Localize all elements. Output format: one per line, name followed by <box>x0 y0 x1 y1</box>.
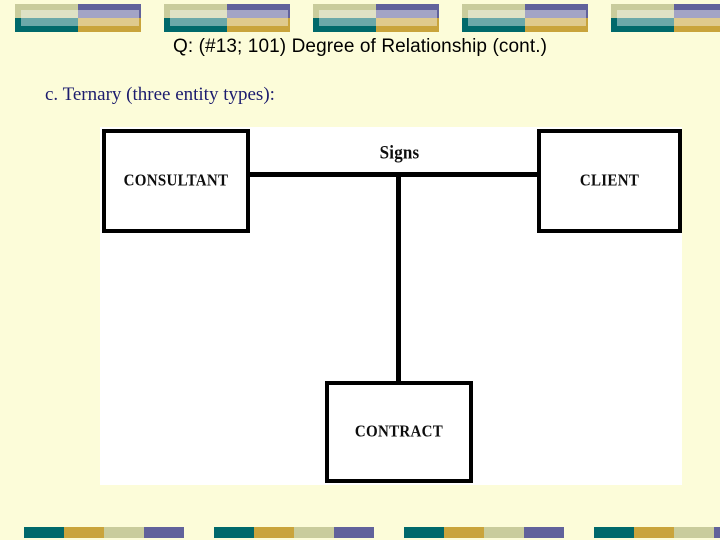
top-decoration-unit <box>15 4 141 32</box>
entity-label-client: CLIENT <box>579 171 640 190</box>
decoration-row-top <box>462 4 588 18</box>
top-decoration-band <box>0 0 720 36</box>
entity-box-consultant: CONSULTANT <box>102 129 250 233</box>
decoration-row-bottom <box>462 18 588 32</box>
decoration-row-top <box>611 4 720 18</box>
connector-consultant-client <box>248 172 539 177</box>
decoration-swatch-gold <box>227 18 290 32</box>
connector-signs-contract <box>396 172 401 383</box>
bottom-decoration-block <box>404 527 444 538</box>
slide-subtitle: c. Ternary (three entity types): <box>45 84 275 105</box>
bottom-decoration-block <box>714 527 720 538</box>
decoration-row-top <box>15 4 141 18</box>
er-diagram-panel: Signs CONSULTANT CLIENT CONTRACT <box>100 127 682 485</box>
bottom-decoration-block <box>294 527 334 538</box>
decoration-row-bottom <box>611 18 720 32</box>
decoration-swatch-purple <box>674 4 720 18</box>
decoration-row-bottom <box>164 18 290 32</box>
decoration-row-top <box>313 4 439 18</box>
decoration-swatch-gold <box>376 18 439 32</box>
bottom-decoration-block <box>524 527 564 538</box>
decoration-swatch-sage <box>313 4 376 18</box>
decoration-row-top <box>164 4 290 18</box>
decoration-row-bottom <box>313 18 439 32</box>
decoration-swatch-sage <box>164 4 227 18</box>
decoration-swatch-purple <box>227 4 290 18</box>
bottom-decoration-block <box>214 527 254 538</box>
decoration-swatch-gold <box>674 18 720 32</box>
decoration-swatch-teal <box>313 18 376 32</box>
bottom-decoration-block <box>674 527 714 538</box>
bottom-decoration-block <box>444 527 484 538</box>
entity-label-consultant: CONSULTANT <box>123 171 229 190</box>
entity-box-contract: CONTRACT <box>325 381 473 483</box>
top-decoration-unit <box>611 4 720 32</box>
top-decoration-unit <box>164 4 290 32</box>
decoration-swatch-teal <box>15 18 78 32</box>
entity-label-contract: CONTRACT <box>354 422 444 441</box>
decoration-swatch-purple <box>376 4 439 18</box>
bottom-decoration-block <box>144 527 184 538</box>
decoration-swatch-sage <box>611 4 674 18</box>
decoration-swatch-purple <box>78 4 141 18</box>
decoration-swatch-teal <box>462 18 525 32</box>
bottom-decoration-block <box>254 527 294 538</box>
decoration-swatch-teal <box>611 18 674 32</box>
decoration-highlight <box>319 10 437 26</box>
top-decoration-unit <box>462 4 588 32</box>
bottom-decoration-block <box>484 527 524 538</box>
decoration-swatch-gold <box>78 18 141 32</box>
decoration-swatch-teal <box>164 18 227 32</box>
decoration-swatch-sage <box>15 4 78 18</box>
bottom-decoration-block <box>24 527 64 538</box>
decoration-highlight <box>170 10 288 26</box>
decoration-swatch-gold <box>525 18 588 32</box>
decoration-highlight <box>617 10 720 26</box>
page-title: Q: (#13; 101) Degree of Relationship (co… <box>172 36 548 57</box>
top-decoration-unit <box>313 4 439 32</box>
entity-box-client: CLIENT <box>537 129 682 233</box>
bottom-decoration-block <box>334 527 374 538</box>
bottom-decoration-block <box>104 527 144 538</box>
relationship-label-signs: Signs <box>379 142 420 163</box>
bottom-decoration-band <box>0 527 720 538</box>
decoration-highlight <box>468 10 586 26</box>
bottom-decoration-block <box>634 527 674 538</box>
decoration-highlight <box>21 10 139 26</box>
bottom-decoration-block <box>64 527 104 538</box>
bottom-decoration-block <box>594 527 634 538</box>
decoration-row-bottom <box>15 18 141 32</box>
decoration-swatch-purple <box>525 4 588 18</box>
decoration-swatch-sage <box>462 4 525 18</box>
